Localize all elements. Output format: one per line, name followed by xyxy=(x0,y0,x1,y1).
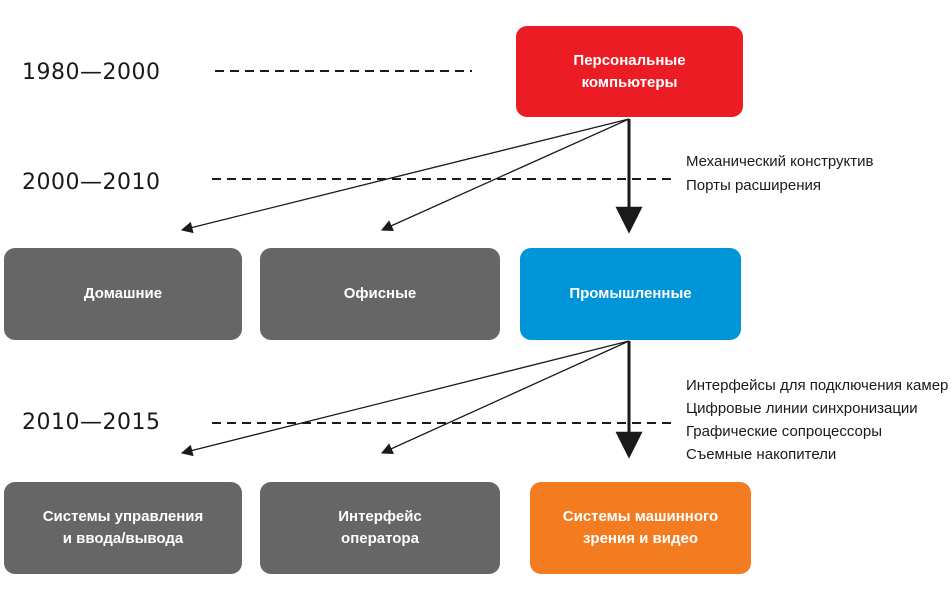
node-home[interactable]: Домашние xyxy=(4,248,242,340)
note-camera-interfaces: Интерфейсы для подключения камер xyxy=(686,377,949,394)
node-industrial[interactable]: Промышленные xyxy=(520,248,741,340)
note-digital-sync-lines: Цифровые линии синхронизации xyxy=(686,400,918,417)
node-office[interactable]: Офисные xyxy=(260,248,500,340)
node-control-io-systems[interactable]: Системы управления и ввода/вывода xyxy=(4,482,242,574)
note-expansion-ports: Порты расширения xyxy=(686,177,822,194)
arrow-industrial-to-control xyxy=(180,340,630,457)
note-mechanical-design: Механический конструктив xyxy=(686,153,874,170)
note-removable-storage: Съемные накопители xyxy=(686,446,837,463)
node-machine-vision[interactable]: Системы машинного зрения и видео xyxy=(530,482,751,574)
arrow-pc-to-home xyxy=(180,118,630,234)
arrow-pc-to-office xyxy=(380,118,630,232)
era-label-1980-2000: 1980—2000 xyxy=(22,60,161,85)
era-label-2010-2015: 2010—2015 xyxy=(22,410,161,435)
era-label-2000-2010: 2000—2010 xyxy=(22,170,161,195)
node-personal-computers[interactable]: Персональные компьютеры xyxy=(516,26,743,117)
node-operator-interface[interactable]: Интерфейс оператора xyxy=(260,482,500,574)
arrow-industrial-to-operator xyxy=(380,340,630,454)
note-graphics-coprocessors: Графические сопроцессоры xyxy=(686,423,883,440)
